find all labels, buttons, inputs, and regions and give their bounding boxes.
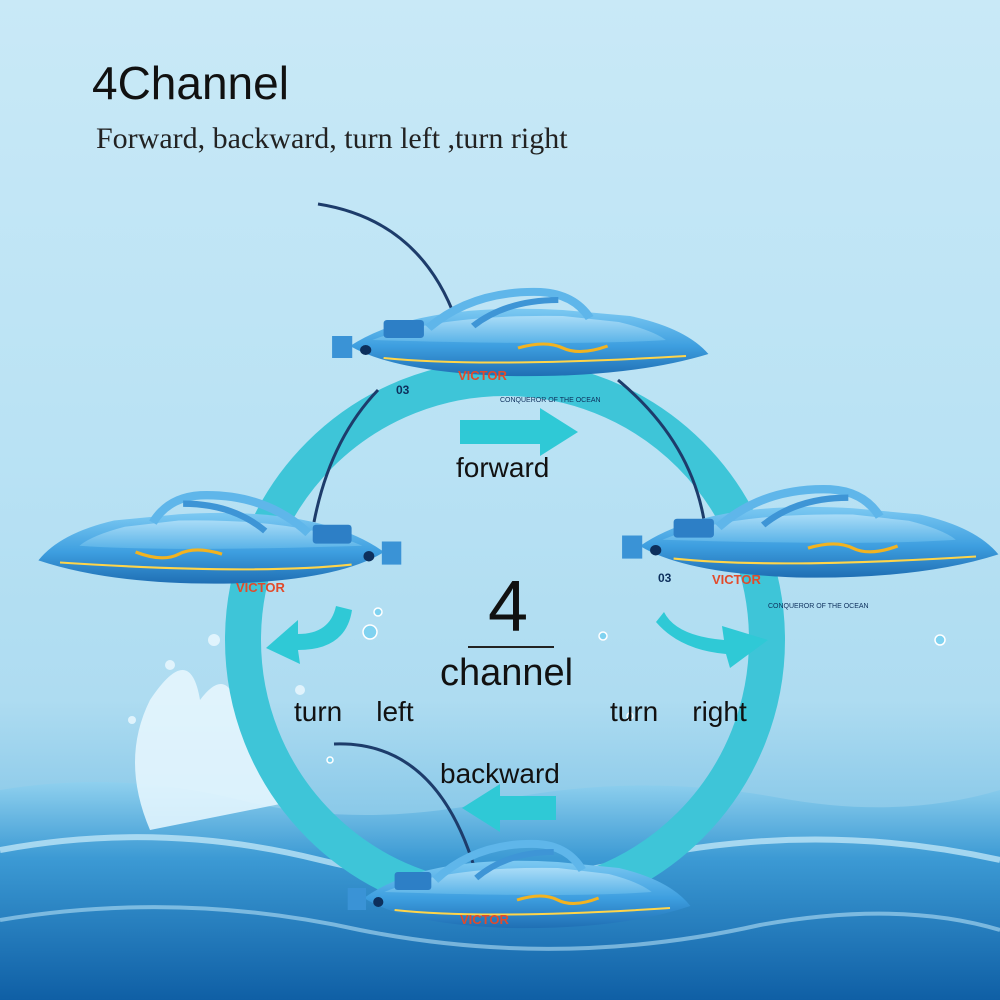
boat-number-decal: 03: [658, 571, 672, 585]
forward-arrow-icon: [460, 408, 578, 456]
channel-word: channel: [440, 652, 574, 694]
backward-label: backward: [440, 758, 560, 789]
boat-name-decal: VICTOR: [236, 580, 285, 595]
turn-left-word-2: left: [376, 696, 414, 727]
turn-left-label: turn left: [294, 696, 414, 728]
turn-left-word-1: turn: [294, 696, 343, 727]
turn-right-word-1: turn: [610, 696, 659, 727]
turn-left-arrow-icon: [266, 606, 352, 664]
water-wave-highlight: [0, 905, 1000, 951]
boat-number-decal: 03: [396, 383, 410, 397]
page-subtitle: Forward, backward, turn left ,turn right: [96, 122, 568, 155]
channel-divider: [468, 646, 554, 648]
antenna-wire: [617, 378, 706, 521]
turn-right-arrow-icon: [656, 612, 768, 668]
boat-hull-text-decal: CONQUEROR OF THE OCEAN: [768, 603, 869, 610]
boat-name-decal: VICTOR: [460, 912, 509, 927]
channel-count: 4: [488, 567, 529, 647]
forward-label: forward: [456, 452, 550, 483]
boat-right: [622, 489, 998, 577]
turn-right-label: turn right: [610, 696, 747, 728]
boat-top: [332, 292, 708, 376]
page-title: 4Channel: [92, 57, 289, 109]
water-droplets: [326, 607, 946, 764]
water-splash: [128, 634, 305, 830]
backward-arrow-icon: [462, 784, 556, 832]
boat-left: [38, 495, 401, 583]
antenna-wire: [317, 202, 458, 321]
boat-hull-text-decal: CONQUEROR OF THE OCEAN: [500, 397, 601, 404]
boat-name-decal: VICTOR: [458, 368, 507, 383]
boat-name-decal: VICTOR: [712, 572, 761, 587]
antenna-wire: [312, 388, 380, 523]
turn-right-word-2: right: [692, 696, 747, 727]
antenna-wire: [333, 742, 480, 881]
